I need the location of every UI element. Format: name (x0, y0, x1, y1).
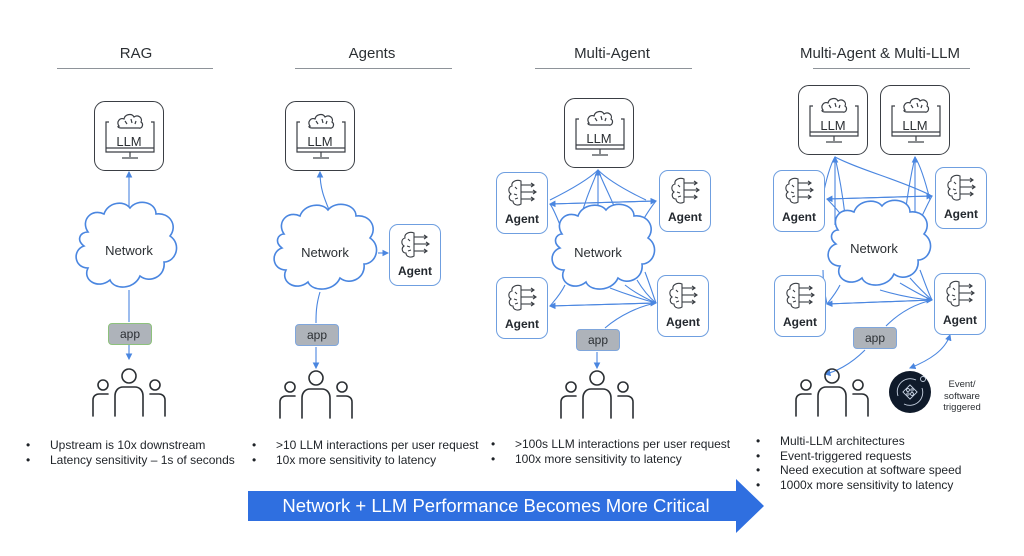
agent-node: Agent (496, 277, 548, 339)
agent-node: Agent (773, 170, 825, 232)
title-divider (813, 68, 970, 69)
agent-node: Agent (934, 273, 986, 335)
llm-monitor-icon (575, 110, 625, 156)
app-node: app (108, 323, 152, 345)
agent-brain-icon (786, 282, 815, 309)
multi-agent-multi-llm-bullets: Multi-LLM architectures Event-triggered … (756, 434, 961, 492)
users-icon (560, 370, 634, 419)
agent-brain-icon (946, 280, 975, 307)
agent-node: Agent (657, 275, 709, 337)
agent-brain-icon (669, 282, 698, 309)
bullet-item: Event-triggered requests (756, 449, 961, 464)
llm-node: LLM (798, 85, 868, 155)
title-divider (295, 68, 452, 69)
agents-bullets: >10 LLM interactions per user request 10… (252, 438, 478, 467)
network-label: Network (850, 241, 898, 256)
llm-monitor-icon (809, 97, 859, 143)
llm-label: LLM (116, 134, 142, 149)
llm-node: LLM (880, 85, 950, 155)
agent-label: Agent (505, 212, 539, 226)
bullet-item: 10x more sensitivity to latency (252, 453, 478, 468)
app-node: app (295, 324, 339, 346)
bullet-item: Need execution at software speed (756, 463, 961, 478)
agent-node: Agent (935, 167, 987, 229)
agent-label: Agent (398, 264, 432, 278)
llm-node: LLM (94, 101, 164, 171)
llm-monitor-icon (105, 113, 155, 159)
agent-node: Agent (496, 172, 548, 234)
network-label: Network (574, 245, 622, 260)
network-label: Network (301, 245, 349, 260)
llm-label: LLM (307, 134, 333, 149)
app-node: app (576, 329, 620, 351)
agent-node: Agent (389, 224, 441, 286)
bullet-item: 100x more sensitivity to latency (491, 452, 730, 467)
agent-brain-icon (401, 231, 430, 258)
agent-brain-icon (785, 177, 814, 204)
llm-label: LLM (820, 118, 846, 133)
title-divider (535, 68, 692, 69)
event-trigger-icon (889, 371, 931, 413)
bullet-item: >100s LLM interactions per user request (491, 437, 730, 452)
link-agents-network-app (315, 291, 321, 324)
bullet-item: Latency sensitivity – 1s of seconds (26, 453, 235, 468)
llm-label: LLM (902, 118, 928, 133)
agent-label: Agent (943, 313, 977, 327)
users-icon (795, 368, 869, 417)
link-agents-network-llm (316, 170, 333, 218)
users-icon (279, 370, 353, 419)
llm-monitor-icon (891, 97, 941, 143)
agent-brain-icon (947, 174, 976, 201)
agent-brain-icon (508, 179, 537, 206)
users-icon (92, 368, 166, 417)
agent-brain-icon (671, 177, 700, 204)
agent-label: Agent (944, 207, 978, 221)
llm-label: LLM (586, 131, 612, 146)
llm-monitor-icon (296, 113, 346, 159)
agent-node: Agent (659, 170, 711, 232)
column-title-multi-agent: Multi-Agent (574, 45, 650, 62)
multi-agent-bullets: >100s LLM interactions per user request … (491, 437, 730, 466)
rag-bullets: Upstream is 10x downstream Latency sensi… (26, 438, 235, 467)
performance-arrow-label: Network + LLM Performance Becomes More C… (282, 495, 710, 516)
agent-label: Agent (505, 317, 539, 331)
agent-label: Agent (783, 315, 817, 329)
llm-node: LLM (564, 98, 634, 168)
agent-label: Agent (668, 210, 702, 224)
performance-arrow (248, 479, 764, 533)
agent-label: Agent (782, 210, 816, 224)
app-node: app (853, 327, 897, 349)
bullet-item: >10 LLM interactions per user request (252, 438, 478, 453)
title-divider (57, 68, 213, 69)
agent-brain-icon (508, 284, 537, 311)
column-title-rag: RAG (119, 45, 153, 62)
column-title-agents: Agents (348, 45, 396, 62)
agent-node: Agent (774, 275, 826, 337)
bullet-item: Upstream is 10x downstream (26, 438, 235, 453)
agent-label: Agent (666, 315, 700, 329)
network-label: Network (105, 243, 153, 258)
llm-node: LLM (285, 101, 355, 171)
bullet-item: 1000x more sensitivity to latency (756, 478, 961, 493)
bullet-item: Multi-LLM architectures (756, 434, 961, 449)
column-title-multi-agent-multi-llm: Multi-Agent & Multi-LLM (799, 45, 961, 62)
